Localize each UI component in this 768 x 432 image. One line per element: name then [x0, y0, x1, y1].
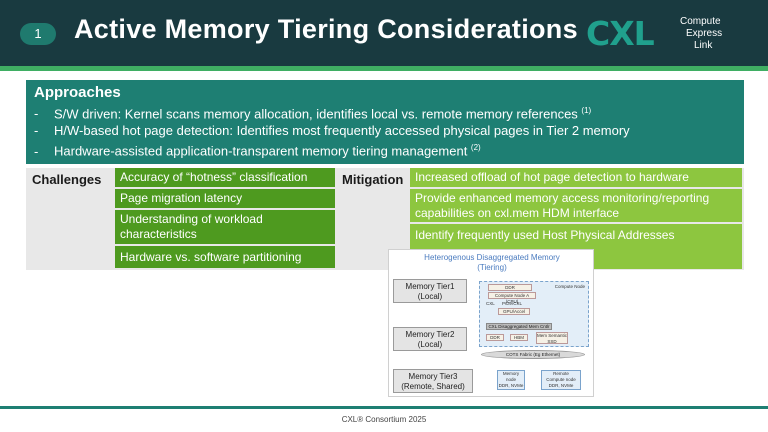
- challenges-label: Challenges: [32, 172, 102, 187]
- logo-line-1: Compute: [680, 16, 721, 27]
- challenge-item: Understanding of workload characteristic…: [115, 210, 335, 244]
- logo-line-3: Link: [694, 40, 713, 51]
- approach-text: H/W-based hot page detection: Identifies…: [54, 123, 630, 139]
- approach-text: S/W driven: Kernel scans memory allocati…: [54, 106, 582, 122]
- memory-node-box: Memory node DDR, NVMe: [497, 370, 525, 390]
- compute-node-box: Compute Node DDR Compute Node A (CPU) CX…: [479, 281, 589, 347]
- remote-node-label: DDR, NVMe: [548, 383, 574, 388]
- approaches-panel: Approaches -S/W driven: Kernel scans mem…: [26, 80, 744, 164]
- compute-node-a-box: Compute Node A (CPU): [488, 292, 536, 304]
- diagram-title: Heterogenous Disaggregated Memory (Tieri…: [389, 253, 595, 273]
- memory-node-label: Memory: [502, 371, 520, 376]
- ddr-box: DDR: [488, 284, 532, 291]
- footer-rule: [0, 406, 768, 409]
- cxl-link-label: CXL: [486, 301, 495, 306]
- mitigation-item: Increased offload of hot page detection …: [410, 168, 742, 187]
- memory-tier3-box: Memory Tier3 (Remote, Shared): [393, 369, 473, 393]
- memory-node-label: node: [505, 377, 516, 382]
- memory-tier1-box: Memory Tier1 (Local): [393, 279, 467, 303]
- footer-copyright: CXL® Consortium 2025: [341, 415, 427, 424]
- bullet: -: [34, 143, 39, 159]
- bullet: -: [34, 123, 39, 139]
- diagram-title-line: Heterogenous Disaggregated Memory: [424, 253, 560, 262]
- tier3-label: Memory Tier3: [408, 372, 458, 381]
- header-bar: 1 Active Memory Tiering Considerations C…: [0, 0, 768, 66]
- gpu-accel-box: GPU/Accel: [498, 308, 530, 315]
- pcie-cxl-label: PCIe/CXL: [502, 301, 523, 306]
- challenge-item: Hardware vs. software partitioning: [115, 246, 335, 268]
- remote-node-label: Remote: [553, 371, 569, 376]
- logo-line-2: Express: [686, 28, 723, 39]
- tier1-label: Memory Tier1: [405, 282, 455, 291]
- tier2-sublabel: (Local): [417, 340, 443, 349]
- cots-fabric-ellipse: COTS Fabric (Eg Ethernet): [481, 350, 585, 359]
- compute-node-label: Compute Node: [554, 284, 585, 289]
- header-rule: [0, 66, 768, 71]
- mem-semantic-ssd-box: Mem Semantic SSD: [536, 332, 568, 344]
- cxl-logo-text: Compute Express Link: [680, 16, 722, 52]
- ddr-tier2-box: DDR: [486, 334, 504, 341]
- slide-number-badge: 1: [20, 23, 56, 45]
- approaches-heading: Approaches: [34, 84, 121, 101]
- tier2-label: Memory Tier2: [405, 330, 455, 339]
- memory-tier2-box: Memory Tier2 (Local): [393, 327, 467, 351]
- cxl-mem-controller-box: CXL Disaggregated Mem Cntlr: [486, 323, 552, 330]
- memory-node-label: DDR, NVMe: [498, 383, 524, 388]
- approach-item: -Hardware-assisted application-transpare…: [34, 139, 736, 159]
- reference-marker: (2): [470, 143, 481, 153]
- approach-item: -S/W driven: Kernel scans memory allocat…: [34, 102, 736, 122]
- remote-node-label: Compute node: [546, 377, 576, 382]
- diagram-title-line: (Tiering): [477, 263, 507, 272]
- mitigation-item: Provide enhanced memory access monitorin…: [410, 189, 742, 222]
- tier3-sublabel: (Remote, Shared): [401, 382, 465, 391]
- mitigation-label: Mitigation: [342, 172, 404, 187]
- cxl-logo: CXL Compute Express Link: [586, 12, 766, 56]
- approach-item: -H/W-based hot page detection: Identifie…: [34, 122, 736, 139]
- tier1-sublabel: (Local): [417, 292, 443, 301]
- bullet: -: [34, 106, 39, 122]
- cxl-logo-mark: CXL: [586, 14, 655, 53]
- remote-compute-node-box: Remote Compute node DDR, NVMe: [541, 370, 581, 390]
- hbm-box: HBM: [510, 334, 528, 341]
- slide-title: Active Memory Tiering Considerations: [74, 14, 578, 44]
- challenge-item: Accuracy of “hotness” classification: [115, 168, 335, 187]
- approach-text: Hardware-assisted application-transparen…: [54, 143, 471, 159]
- tiering-diagram: Heterogenous Disaggregated Memory (Tieri…: [388, 249, 594, 397]
- reference-marker: (1): [581, 106, 592, 115]
- challenge-item: Page migration latency: [115, 189, 335, 208]
